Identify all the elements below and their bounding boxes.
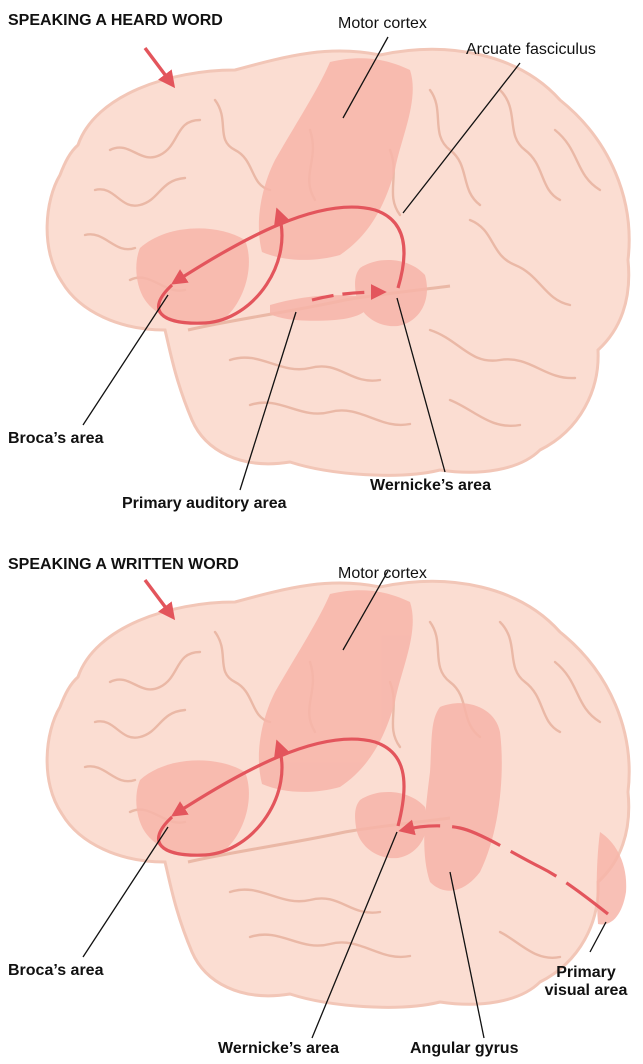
label-arcuate-fasciculus: Arcuate fasciculus <box>466 41 596 59</box>
panel-speaking-written-word: SPEAKING A WRITTEN WORD Motor cortex Bro… <box>0 532 643 1064</box>
label-primary-visual-area-line1: Primary <box>536 964 636 982</box>
label-wernickes-area: Wernicke’s area <box>370 477 491 495</box>
label-primary-auditory-area: Primary auditory area <box>122 495 287 513</box>
panel-speaking-heard-word: SPEAKING A HEARD WORD Motor cortex Arcua… <box>0 0 643 532</box>
label-brocas-area: Broca’s area <box>8 430 103 448</box>
label-angular-gyrus: Angular gyrus <box>410 1040 518 1058</box>
panel-title-heard: SPEAKING A HEARD WORD <box>8 12 223 30</box>
label-primary-visual-area: Primary visual area <box>536 964 636 1000</box>
label-primary-visual-area-line2: visual area <box>536 982 636 1000</box>
label-wernickes-area: Wernicke’s area <box>218 1040 339 1058</box>
title-pointer-arrow <box>145 580 172 616</box>
label-brocas-area: Broca’s area <box>8 962 103 980</box>
brain-diagram-heard <box>0 0 643 532</box>
label-motor-cortex: Motor cortex <box>338 565 427 583</box>
panel-title-written: SPEAKING A WRITTEN WORD <box>8 556 239 574</box>
label-motor-cortex: Motor cortex <box>338 15 427 33</box>
title-pointer-arrow <box>145 48 172 84</box>
